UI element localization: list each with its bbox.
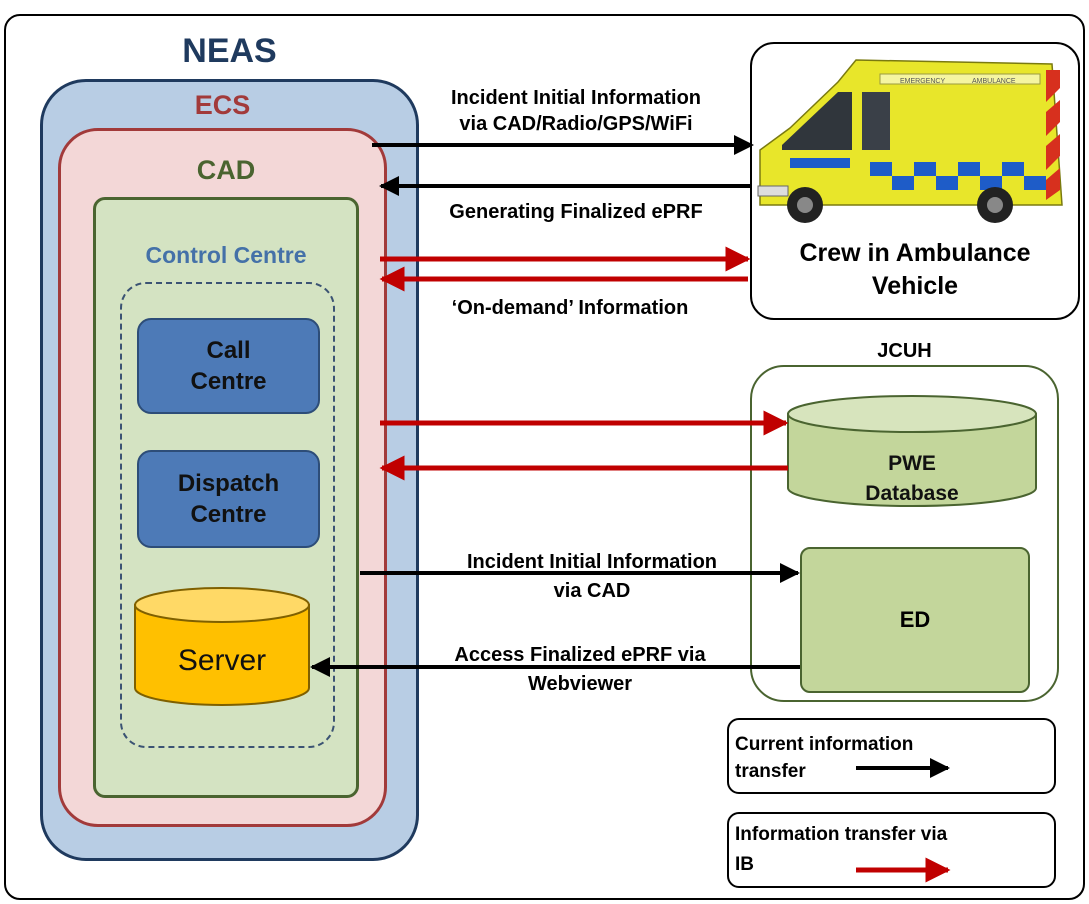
label-initial-info-line1: Incident Initial Information bbox=[451, 87, 701, 109]
legend-ib-line1: Information transfer via bbox=[735, 824, 948, 845]
label-access-line1: Access Finalized ePRF via bbox=[454, 644, 706, 666]
label-on-demand: ‘On-demand’ Information bbox=[452, 297, 689, 319]
legend-current bbox=[727, 718, 1056, 794]
server-cylinder-icon bbox=[134, 587, 310, 706]
diagram-frame bbox=[4, 14, 1085, 900]
label-access-line2: Webviewer bbox=[528, 673, 632, 695]
jcuh-title: JCUH bbox=[877, 340, 932, 362]
ambulance-text-ambulance: AMBULANCE bbox=[972, 78, 1016, 85]
server-label: Server bbox=[178, 644, 266, 677]
label-initial-cad-line1: Incident Initial Information bbox=[467, 551, 717, 573]
legend-current-line1: Current information bbox=[735, 734, 914, 755]
ambulance-text-emergency: EMERGENCY bbox=[900, 78, 945, 85]
call-centre-box: Call Centre bbox=[137, 318, 320, 414]
legend-ib-line2: IB bbox=[735, 854, 754, 875]
neas-title: NEAS bbox=[182, 32, 277, 70]
label-initial-info-line2: via CAD/Radio/GPS/WiFi bbox=[459, 113, 692, 135]
cad-title: CAD bbox=[196, 155, 256, 185]
control-centre-boundary bbox=[120, 282, 335, 748]
ambulance-icon: EMERGENCY AMBULANCE bbox=[757, 59, 1063, 223]
dispatch-centre-box: Dispatch Centre bbox=[137, 450, 320, 548]
pwe-database-icon bbox=[787, 395, 1037, 507]
legend-ib bbox=[727, 812, 1056, 888]
ecs-title: ECS bbox=[194, 90, 251, 120]
pwe-database-line1: PWE bbox=[888, 452, 936, 475]
ed-box: ED bbox=[800, 547, 1030, 693]
pwe-database-line2: Database bbox=[865, 482, 958, 505]
legend-current-line2: transfer bbox=[735, 761, 806, 782]
control-centre-title: Control Centre bbox=[145, 242, 307, 268]
crew-label-line1: Crew in Ambulance bbox=[799, 239, 1031, 267]
label-initial-cad-line2: via CAD bbox=[554, 580, 631, 602]
label-finalized-eprf: Generating Finalized ePRF bbox=[449, 201, 702, 223]
crew-label-line2: Vehicle bbox=[871, 272, 959, 300]
